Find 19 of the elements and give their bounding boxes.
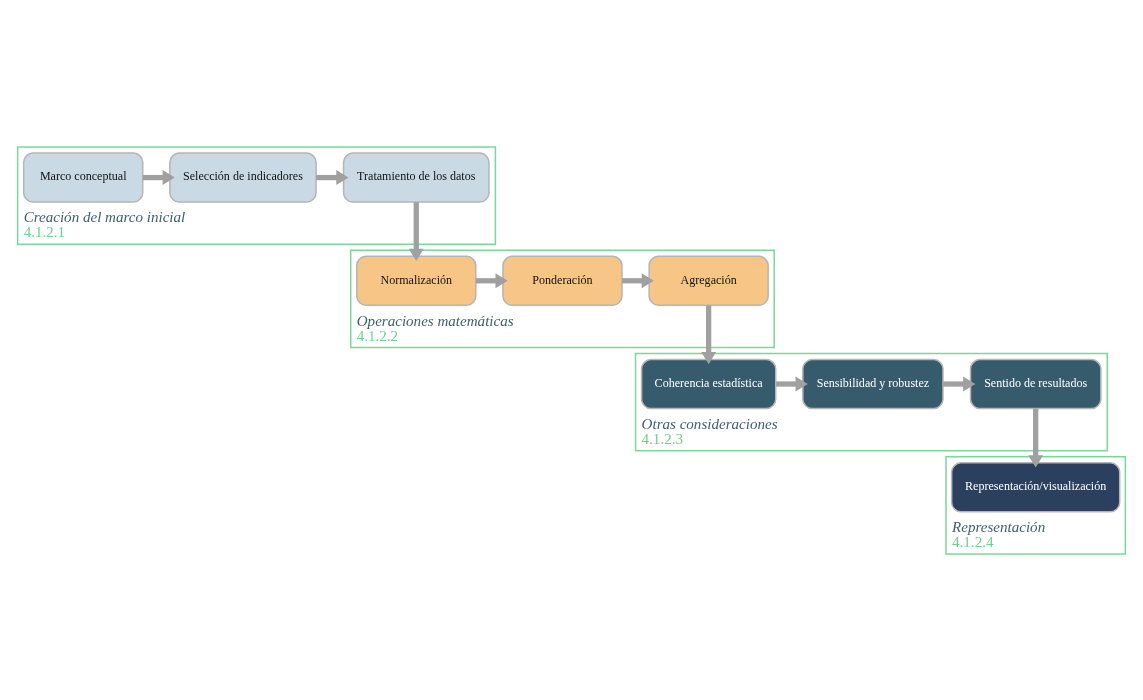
node-box: Coherencia estadística [640, 358, 777, 409]
arrow [776, 376, 808, 391]
node-box: Selección de indicadores [169, 151, 317, 203]
arrow [408, 201, 424, 261]
arrow [622, 272, 654, 288]
node-box: Ponderación [502, 255, 623, 306]
node-box: Marco conceptual [22, 151, 144, 203]
arrow [943, 376, 976, 391]
node-box: Representación/visualización [950, 461, 1121, 512]
node-box: Sentido de resultados [969, 358, 1102, 409]
node-box: Tratamiento de los datos [342, 151, 490, 203]
node-box: Sensibilidad y robustez [802, 358, 944, 409]
arrow [475, 272, 508, 288]
arrow [142, 169, 175, 185]
arrow [316, 169, 349, 185]
arrow [1028, 408, 1044, 467]
arrow [701, 304, 717, 364]
node-box: Agregación [648, 255, 769, 306]
node-box: Normalización [356, 255, 477, 306]
